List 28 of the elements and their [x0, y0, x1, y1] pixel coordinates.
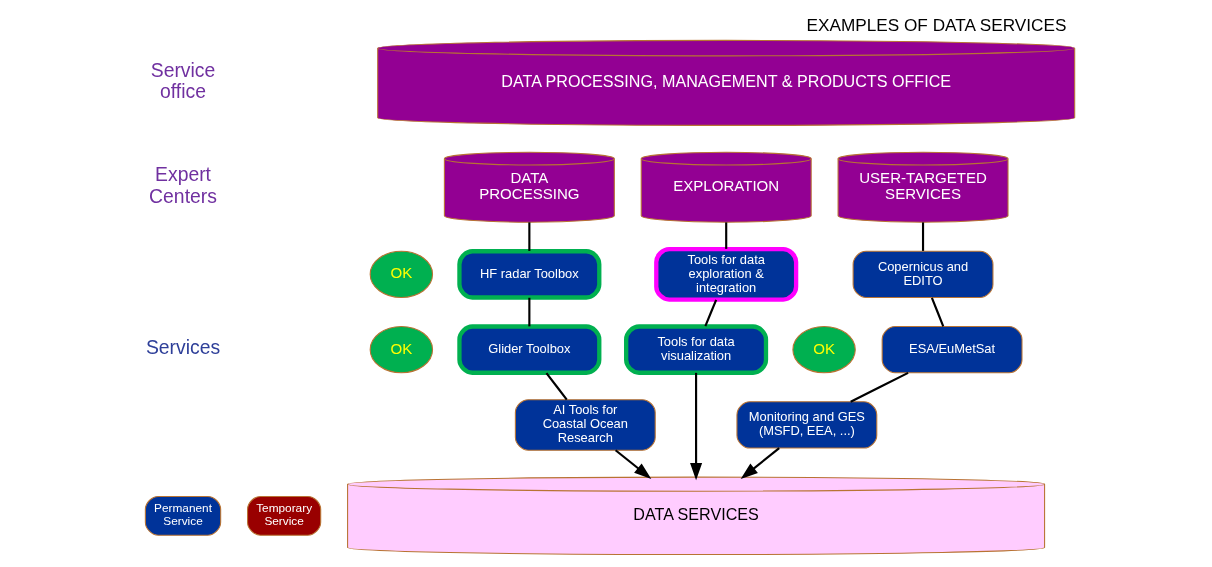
connector: [528, 297, 531, 327]
arrow: [740, 447, 780, 480]
connector: [725, 222, 728, 249]
node-ellipse: OK: [792, 325, 856, 374]
label: Service office: [150, 58, 216, 103]
arrow: [690, 372, 703, 481]
node-ellipse: OK: [369, 325, 434, 374]
connector: [850, 371, 909, 403]
connector: [545, 372, 568, 401]
label: Expert Centers: [149, 163, 217, 207]
arrow: [614, 449, 652, 479]
node-box: HF radar Toolbox: [457, 249, 602, 300]
node-box: Tools for data visualization: [624, 324, 769, 375]
connector: [921, 222, 925, 251]
node-box: Tools for data exploration & integration: [654, 246, 799, 302]
label: Services: [145, 336, 221, 359]
legend-label: Temporary Service: [256, 501, 313, 529]
node-box: Copernicus and EDITO: [852, 250, 994, 299]
connector: [930, 297, 945, 327]
node-box: Glider Toolbox: [457, 324, 602, 375]
legend-label: Permanent Service: [154, 501, 212, 529]
node-ellipse: OK: [369, 250, 434, 299]
node-box: ESA/EuMetSat: [881, 325, 1023, 374]
connector: [704, 299, 718, 327]
node-box: Monitoring and GES (MSFD, EEA, ...): [736, 401, 878, 449]
node-box: AI Tools for Coastal Ocean Research: [514, 399, 656, 451]
connector: [528, 222, 531, 251]
diagram-title: EXAMPLES OF DATA SERVICES: [806, 14, 1067, 35]
